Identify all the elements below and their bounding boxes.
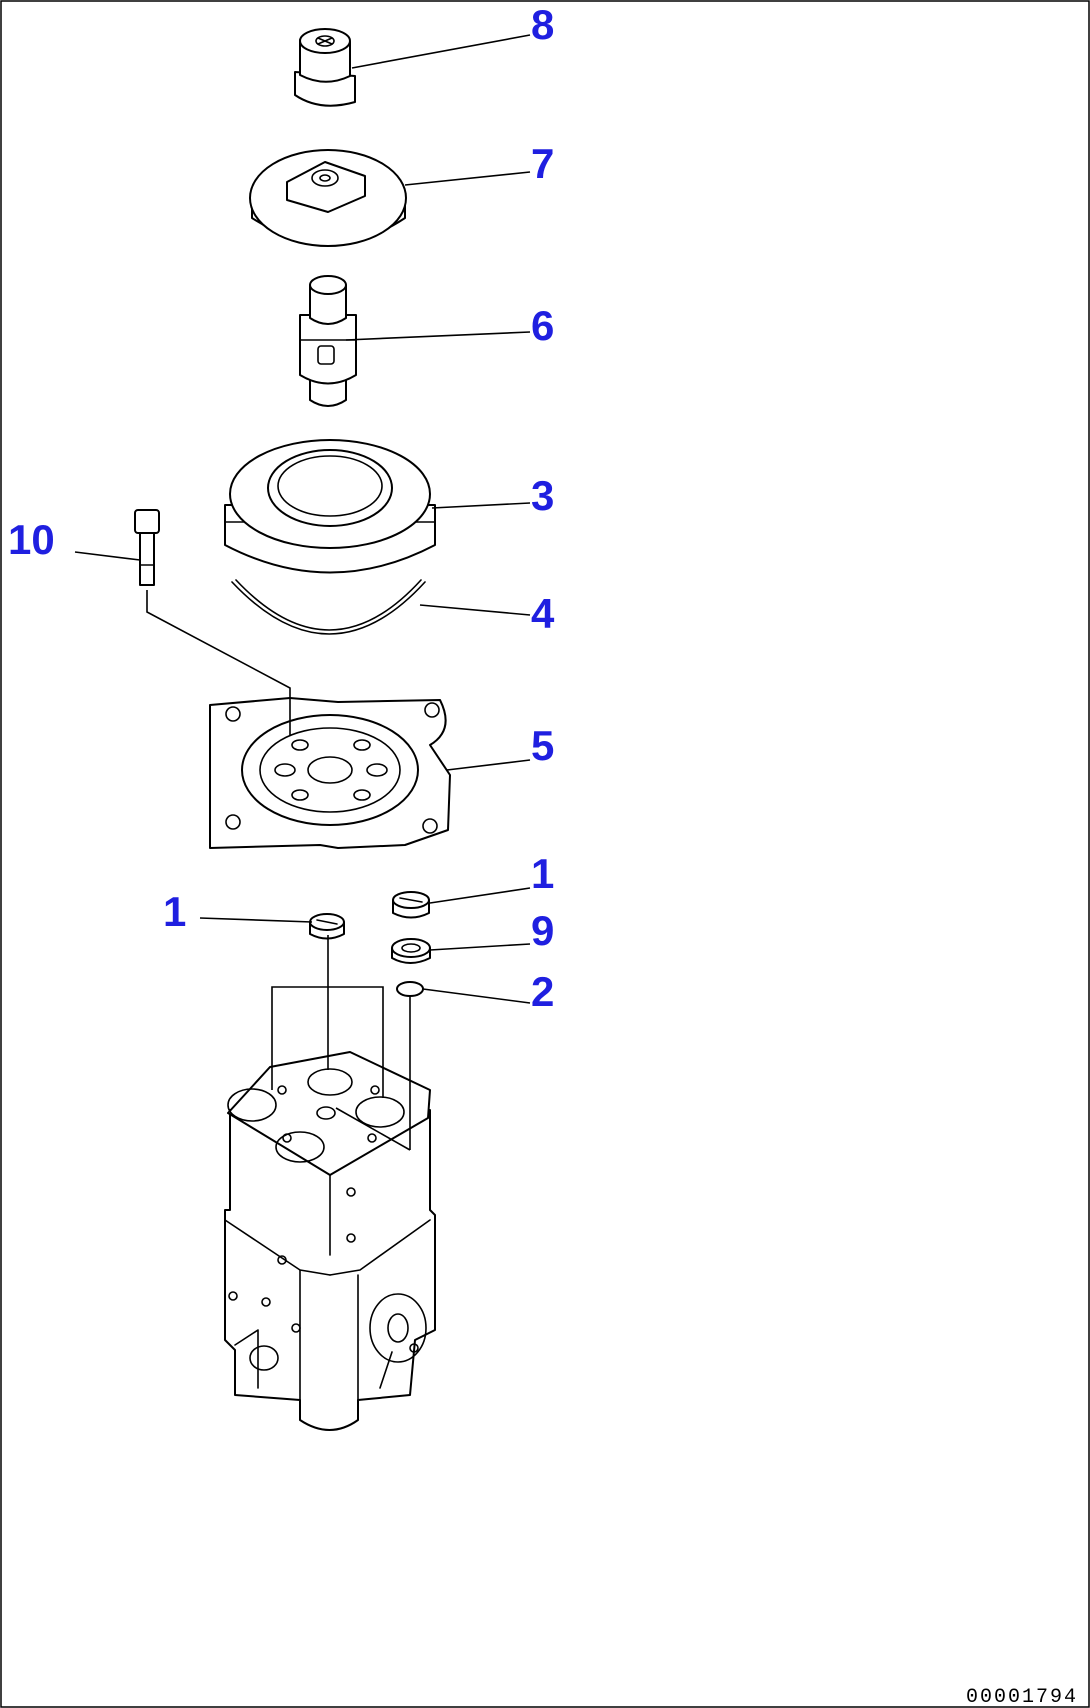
callout-8: 8 [531, 1, 554, 48]
callout-7: 7 [531, 140, 554, 187]
callout-2: 2 [531, 968, 554, 1015]
callout-6: 6 [531, 302, 554, 349]
callout-4: 4 [531, 590, 555, 637]
part-3-housing [224, 439, 436, 574]
part-2-o-ring [396, 981, 424, 997]
valve-body [224, 1051, 436, 1431]
part-1-plug-left [309, 913, 345, 940]
part-6-joint [299, 275, 357, 407]
callout-3: 3 [531, 472, 554, 519]
part-8-plug [294, 28, 356, 107]
part-10-bolt [134, 509, 160, 586]
leader-lines [74, 34, 531, 1151]
callout-9: 9 [531, 907, 554, 954]
part-5-plate [209, 697, 451, 849]
part-1-plug-right [392, 891, 430, 919]
document-number: 00001794 [966, 1686, 1078, 1708]
part-7-cover [249, 149, 407, 247]
callout-10: 10 [8, 516, 55, 563]
callout-1-right: 1 [531, 850, 554, 897]
part-4-o-ring [231, 579, 426, 635]
part-9-washer [391, 938, 431, 964]
callout-5: 5 [531, 722, 554, 769]
callout-1-left: 1 [163, 888, 186, 935]
